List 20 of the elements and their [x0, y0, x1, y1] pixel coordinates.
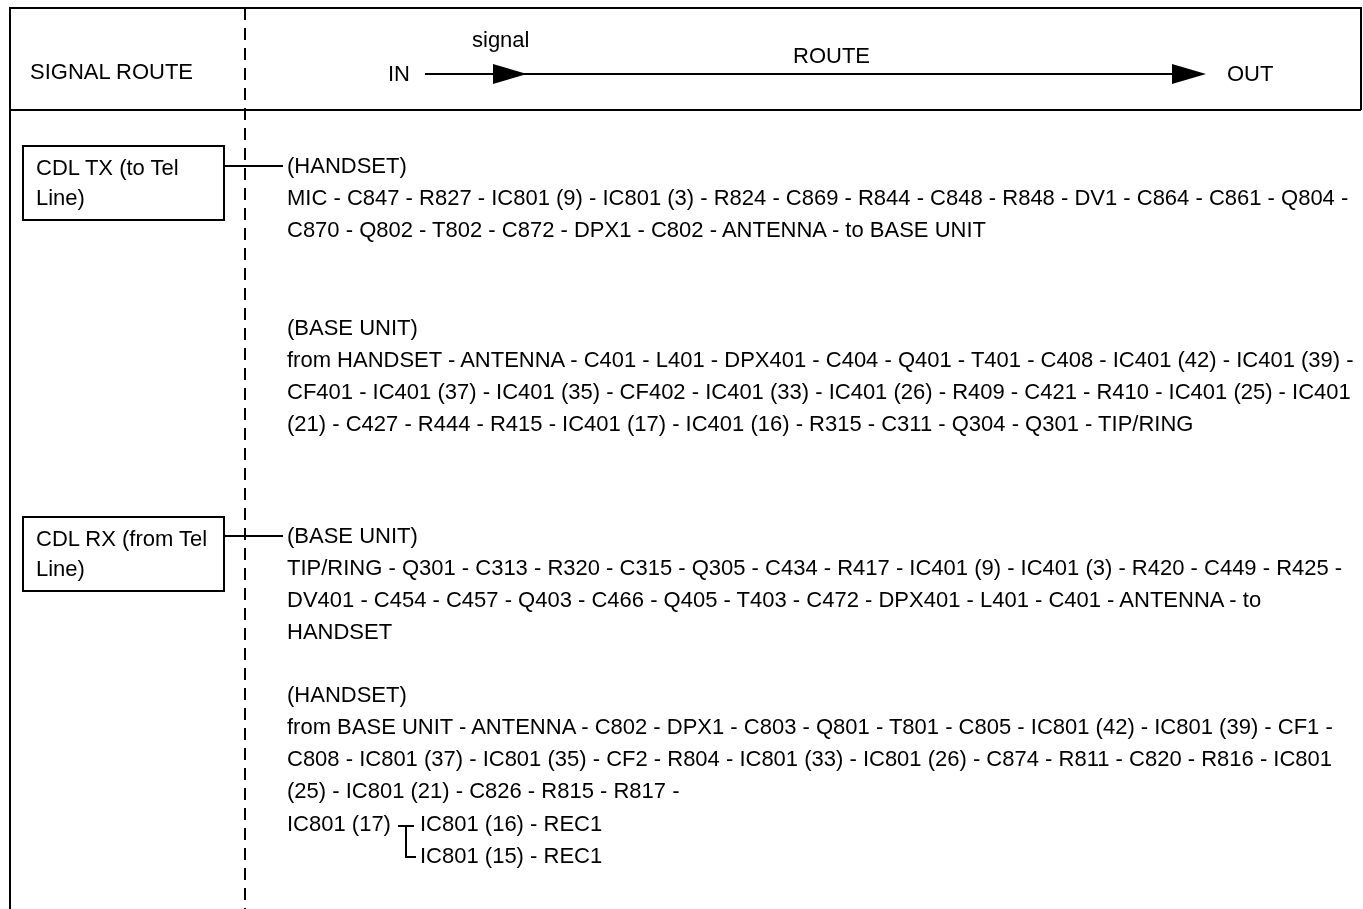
signal-path: IC801 (15) - REC1 — [420, 842, 604, 870]
section-heading: (BASE UNIT) — [286, 522, 419, 550]
leader-line — [224, 165, 284, 167]
route-start-label: IN — [388, 60, 411, 88]
column-heading: ROUTE — [793, 42, 871, 70]
section-heading: (BASE UNIT) — [287, 314, 419, 342]
signal-path: IC801 (17) — [287, 810, 392, 838]
signal-path: IC801 (16) - REC1 — [420, 810, 604, 838]
signal-path: from BASE UNIT - ANTENNA - C802 - DPX1 - C803 - Q801 - T801 - C805 - IC801 (42) - IC801 (39) - CF1 - C808 - IC801 (37) - IC801 (35) - CF2 - R804 - IC801 (33) - IC801 (26) - C874 - R811 - C820 - R816 - IC801 (25) - IC801 (21) - C826 - R815 - R817 - — [287, 713, 1334, 805]
signal-path: TIP/RING - Q301 - C313 - R320 - C315 - Q305 - C434 - R417 - IC401 (9) - IC401 (3) - R420 - C449 - R425 - DV401 - C454 - C457 - Q403 - C466 - Q405 - T403 - C472 - DPX401 - L401 - C401 - ANTENNA - to HANDSET — [286, 554, 1344, 646]
route-end-label: OUT — [1227, 60, 1275, 88]
signal-path: MIC - C847 - R827 - IC801 (9) - IC801 (3) - R824 - C869 - R844 - C848 - R848 - DV1 - C864 - C861 - Q804 - C870 - Q802 - T802 - C872 - DPX1 - C802 - ANTENNA - to BASE UNIT — [286, 184, 1350, 244]
column-heading: SIGNAL ROUTE — [30, 58, 194, 86]
signal-path: from HANDSET - ANTENNA - C401 - L401 - DPX401 - C404 - Q401 - T401 - C408 - IC401 (42) - IC401 (39) - CF401 - IC401 (37) - IC401 (35) - CF402 - IC401 (33) - IC401 (26) - R409 - C421 - R410 - IC401 (25) - IC401 (21) - C427 - R444 - R415 - IC401 (17) - IC401 (16) - R315 - C311 - Q304 - Q301 - TIP/RING — [287, 346, 1355, 438]
leader-line — [224, 535, 284, 537]
route-box: CDL TX (to Tel Line) — [22, 145, 225, 221]
section-heading: (HANDSET) — [286, 152, 408, 180]
section-heading: (HANDSET) — [287, 681, 408, 709]
route-box: CDL RX (from Tel Line) — [22, 516, 225, 592]
arrow-label: signal — [472, 26, 531, 54]
